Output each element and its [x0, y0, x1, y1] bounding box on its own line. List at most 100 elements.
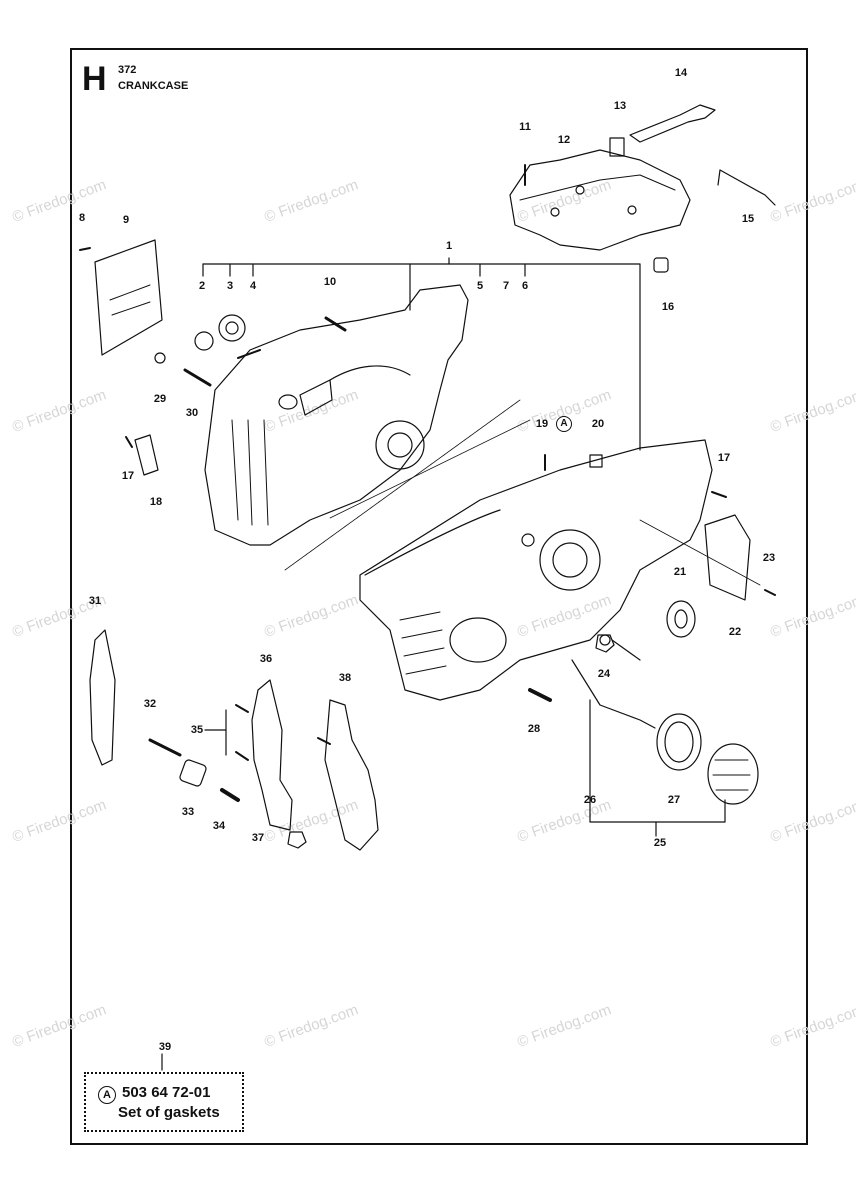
callout-label: 22 — [728, 626, 742, 638]
plate-36 — [251, 679, 293, 831]
callout-label: 6 — [521, 280, 529, 292]
callout-label: 25 — [653, 837, 667, 849]
callout-label: 26 — [583, 794, 597, 806]
bolt-28 — [528, 688, 552, 702]
bearing-bore-right — [552, 542, 588, 578]
boss — [278, 394, 298, 410]
cover-22 — [704, 514, 751, 601]
callout-label: 14 — [674, 67, 688, 79]
seal-4 — [237, 349, 261, 359]
screw-10 — [324, 316, 347, 332]
screw-hole — [550, 207, 560, 217]
callout-label: 29 — [153, 393, 167, 405]
sleeve-20 — [589, 454, 603, 468]
callout-label: 39 — [158, 1041, 172, 1053]
kit-description: Set of gaskets — [118, 1104, 220, 1121]
screw-38 — [317, 737, 331, 745]
boss — [521, 533, 535, 547]
cooling-fin — [399, 611, 447, 675]
nut-24 — [595, 634, 615, 653]
crankcase-left-half — [204, 284, 469, 546]
rod-15 — [717, 169, 776, 206]
screw-35 — [235, 704, 249, 713]
casting-rib — [299, 379, 333, 416]
crankcase-right-half — [359, 439, 713, 701]
top-cover — [509, 149, 691, 251]
callout-label: 30 — [185, 407, 199, 419]
callout-label: 28 — [527, 723, 541, 735]
callout-label: 8 — [78, 212, 86, 224]
bearing-seat-left — [375, 420, 425, 470]
callout-label: 20 — [591, 418, 605, 430]
callout-label: 11 — [519, 121, 531, 133]
gasket-kit-box: A 503 64 72-01 Set of gaskets — [84, 1072, 244, 1132]
screw-8 — [79, 247, 91, 251]
bracket-18 — [134, 434, 159, 476]
cylinder-port — [449, 617, 507, 663]
fuel-cap — [707, 743, 759, 805]
callout-label: 7 — [502, 280, 510, 292]
screw-hole — [627, 205, 637, 215]
callout-label: 33 — [181, 806, 195, 818]
model-number: 372 — [118, 64, 137, 76]
leader-line — [611, 639, 641, 661]
casting-rib — [329, 365, 411, 381]
callout-label: 12 — [557, 134, 571, 146]
screw-23 — [764, 589, 776, 596]
diagram-frame — [70, 48, 808, 1145]
plate-38 — [324, 699, 379, 851]
callout-label: 35 — [190, 724, 204, 736]
cooling-fin — [231, 419, 269, 526]
alignment-line — [329, 419, 531, 519]
screw-30 — [183, 368, 212, 387]
callout-label: 5 — [476, 280, 484, 292]
callout-label: 16 — [661, 301, 675, 313]
callout-label: 1 — [445, 240, 453, 252]
kit-reference-marker: A — [98, 1086, 116, 1104]
clip — [609, 137, 625, 157]
throttle-rod — [629, 104, 716, 143]
callout-label: 17 — [121, 470, 135, 482]
callout-label: 31 — [88, 595, 102, 607]
boss — [599, 634, 611, 646]
alignment-line — [639, 519, 761, 586]
callout-label: 17 — [717, 452, 731, 464]
leader-bracket — [202, 263, 641, 451]
callout-label: 3 — [226, 280, 234, 292]
sleeve-33 — [179, 759, 207, 787]
seal-ring-21 — [666, 600, 696, 638]
callout-label: 34 — [212, 820, 226, 832]
leader-bracket-25 — [589, 799, 726, 823]
kit-part-number: 503 64 72-01 — [122, 1084, 211, 1101]
screw-35 — [235, 751, 249, 761]
callout-label: 21 — [673, 566, 687, 578]
reference-marker: A — [556, 416, 572, 432]
callout-label: 19 — [535, 418, 549, 430]
screw-17 — [125, 436, 133, 448]
screw-17-right — [711, 491, 727, 498]
callout-label: 23 — [762, 552, 776, 564]
callout-label: 37 — [251, 832, 265, 844]
cover-plate-9 — [94, 239, 163, 356]
bearing-bore-left — [387, 432, 413, 458]
bearing-seat-right — [539, 529, 601, 591]
callout-label: 10 — [323, 276, 337, 288]
ring-27 — [656, 713, 702, 771]
bearing-3 — [218, 314, 246, 342]
grommet — [653, 257, 669, 273]
plate-31 — [89, 629, 116, 766]
callout-label: 2 — [198, 280, 206, 292]
callout-label: 36 — [259, 653, 273, 665]
bolt-32 — [148, 738, 182, 757]
callout-label: 18 — [149, 496, 163, 508]
callout-label: 9 — [122, 214, 130, 226]
callout-label: 27 — [667, 794, 681, 806]
seal-ring-21-bore — [674, 609, 688, 629]
callout-label: 24 — [597, 668, 611, 680]
fuel-line-26 — [571, 659, 656, 729]
section-letter: H — [82, 60, 107, 98]
bearing-2 — [194, 331, 214, 351]
callout-label: 4 — [249, 280, 257, 292]
alignment-line — [284, 399, 521, 571]
